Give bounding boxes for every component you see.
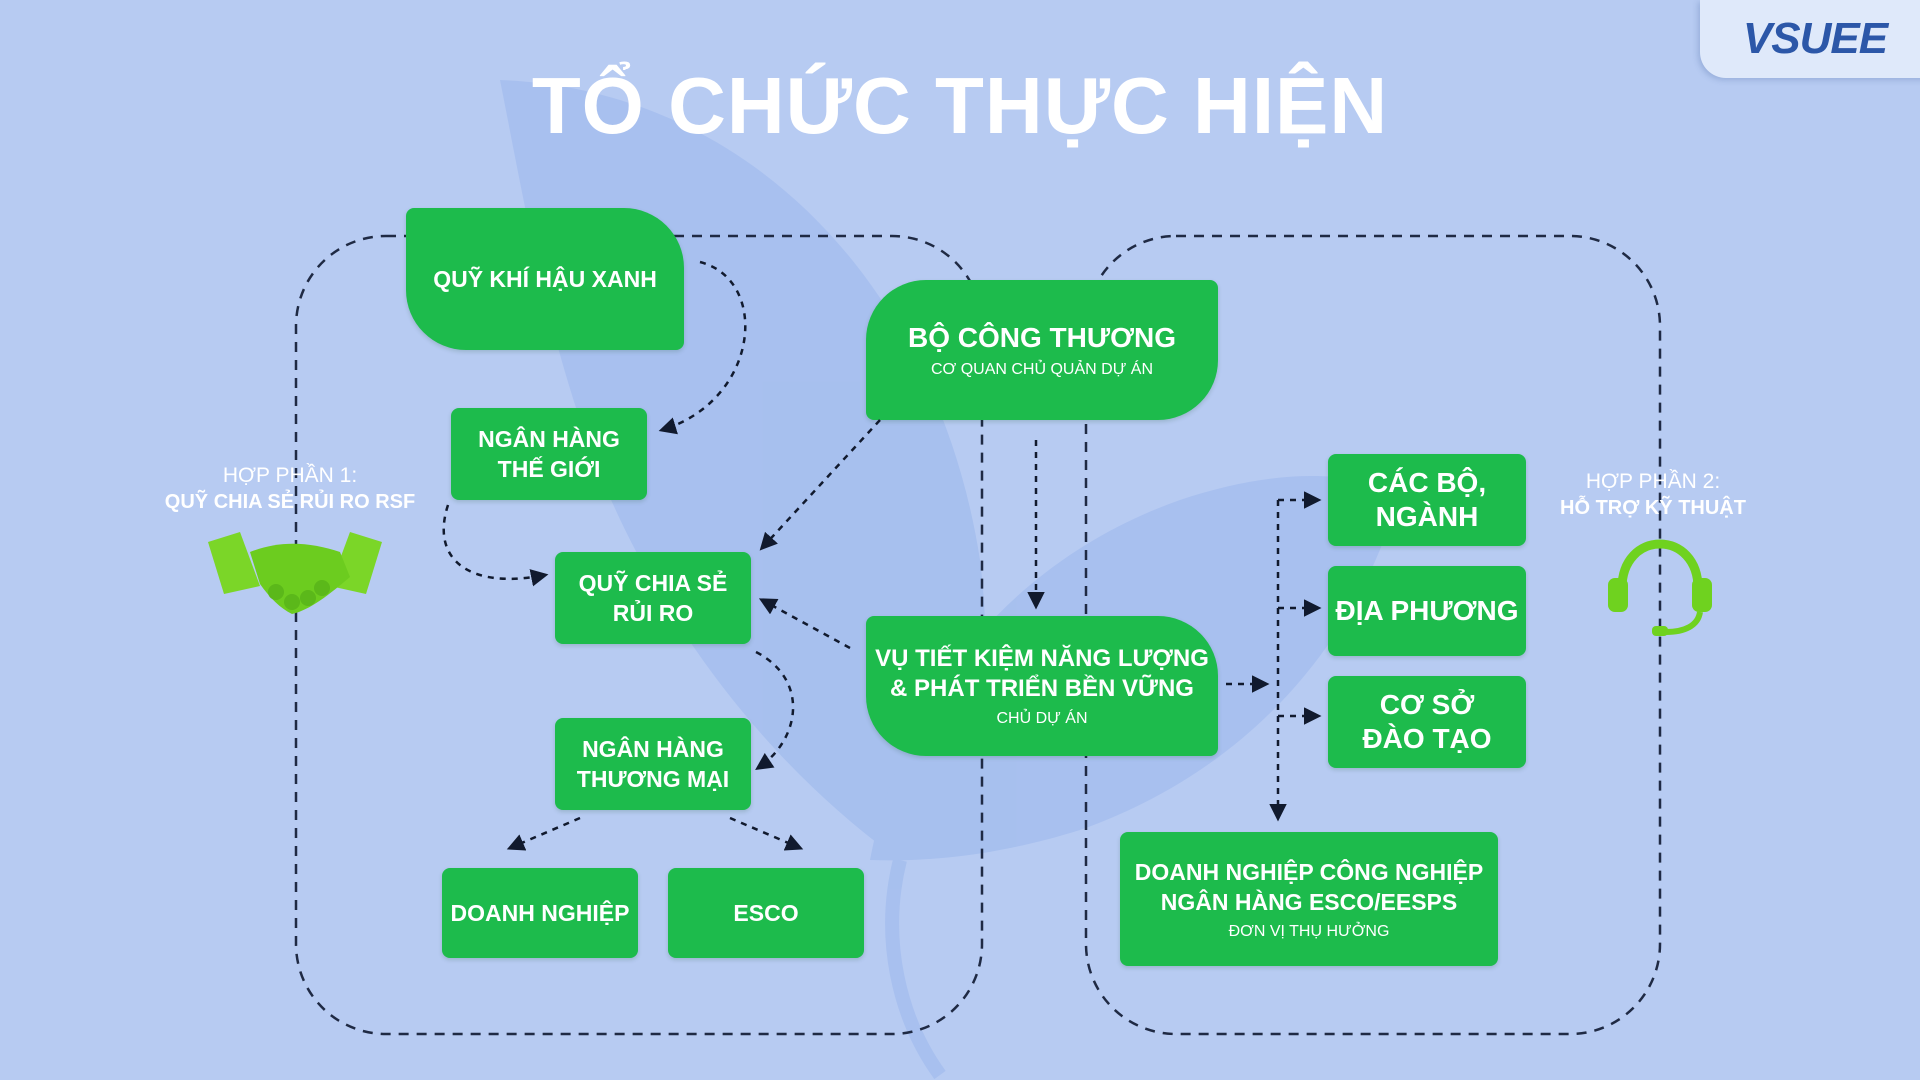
department-name: VỤ TIẾT KIỆM NĂNG LƯỢNG & PHÁT TRIỂN BỀN… (875, 645, 1209, 702)
arrow-commercial-bank-to-esco (729, 816, 804, 851)
localities-label: ĐỊA PHƯƠNG (1335, 595, 1519, 626)
green-climate-fund-box: QUỸ KHÍ HẬU XANH (406, 208, 684, 350)
arrow-ministry-to-risk-fund (759, 419, 881, 551)
commercial-bank-label: NGÂN HÀNG THƯƠNG MẠI (576, 736, 730, 792)
esco-label: ESCO (733, 900, 799, 926)
component2-title: HỢP PHẦN 2: (1585, 470, 1721, 493)
department-role: CHỦ DỰ ÁN (996, 710, 1088, 727)
arrow-risk-fund-to-commercial-bank (755, 650, 795, 770)
arrow-world-bank-to-risk-fund (442, 504, 549, 587)
beneficiaries-role: ĐƠN VỊ THỤ HƯỞNG (1228, 923, 1390, 940)
arrow-climate-fund-to-world-bank (658, 260, 747, 435)
ministries-label: CÁC BỘ, NGÀNH (1367, 467, 1487, 532)
component2-label: HỢP PHẦN 2: HỖ TRỢ KỸ THUẬT (1538, 468, 1768, 522)
training-label: CƠ SỞ ĐÀO TẠO (1362, 689, 1492, 754)
page-title: TỔ CHỨC THỰC HIỆN (531, 61, 1389, 150)
component1-label: HỢP PHẦN 1: QUỸ CHIA SẺ RỦI RO RSF (150, 462, 430, 516)
ministry-box: BỘ CÔNG THƯƠNG CƠ QUAN CHỦ QUẢN DỰ ÁN (866, 280, 1218, 420)
headset-icon (1608, 539, 1712, 636)
commercial-bank-box: NGÂN HÀNG THƯƠNG MẠI (555, 718, 751, 810)
arrow-commercial-bank-to-enterprise (506, 816, 581, 851)
ministry-role: CƠ QUAN CHỦ QUẢN DỰ ÁN (930, 361, 1154, 378)
beneficiaries-box: DOANH NGHIỆP CÔNG NGHIỆP NGÂN HÀNG ESCO/… (1120, 832, 1498, 966)
arrow-department-to-risk-fund (758, 598, 851, 650)
green-climate-fund-label: QUỸ KHÍ HẬU XANH (433, 266, 657, 292)
beneficiaries-name: DOANH NGHIỆP CÔNG NGHIỆP NGÂN HÀNG ESCO/… (1134, 859, 1484, 915)
ministry-name: BỘ CÔNG THƯƠNG (908, 322, 1176, 353)
department-box: VỤ TIẾT KIỆM NĂNG LƯỢNG & PHÁT TRIỂN BỀN… (866, 616, 1218, 756)
component1-name: QUỸ CHIA SẺ RỦI RO RSF (164, 491, 416, 513)
world-bank-box: NGÂN HÀNG THẾ GIỚI (451, 408, 647, 500)
brand-logo: VSUEE (1700, 0, 1920, 78)
esco-box: ESCO (668, 868, 864, 958)
component1-title: HỢP PHẦN 1: (222, 464, 358, 487)
training-box: CƠ SỞ ĐÀO TẠO (1328, 676, 1526, 768)
ministries-box: CÁC BỘ, NGÀNH (1328, 454, 1526, 546)
component2-name: HỖ TRỢ KỸ THUẬT (1560, 497, 1746, 519)
risk-sharing-fund-box: QUỸ CHIA SẺ RỦI RO (555, 552, 751, 644)
localities-box: ĐỊA PHƯƠNG (1328, 566, 1526, 656)
enterprise-box: DOANH NGHIỆP (442, 868, 638, 958)
enterprise-label: DOANH NGHIỆP (450, 900, 630, 926)
risk-sharing-fund-label: QUỸ CHIA SẺ RỦI RO (578, 570, 728, 626)
handshake-icon (208, 532, 382, 614)
world-bank-label: NGÂN HÀNG THẾ GIỚI (478, 426, 620, 482)
logo-text: VSUEE (1742, 14, 1888, 63)
